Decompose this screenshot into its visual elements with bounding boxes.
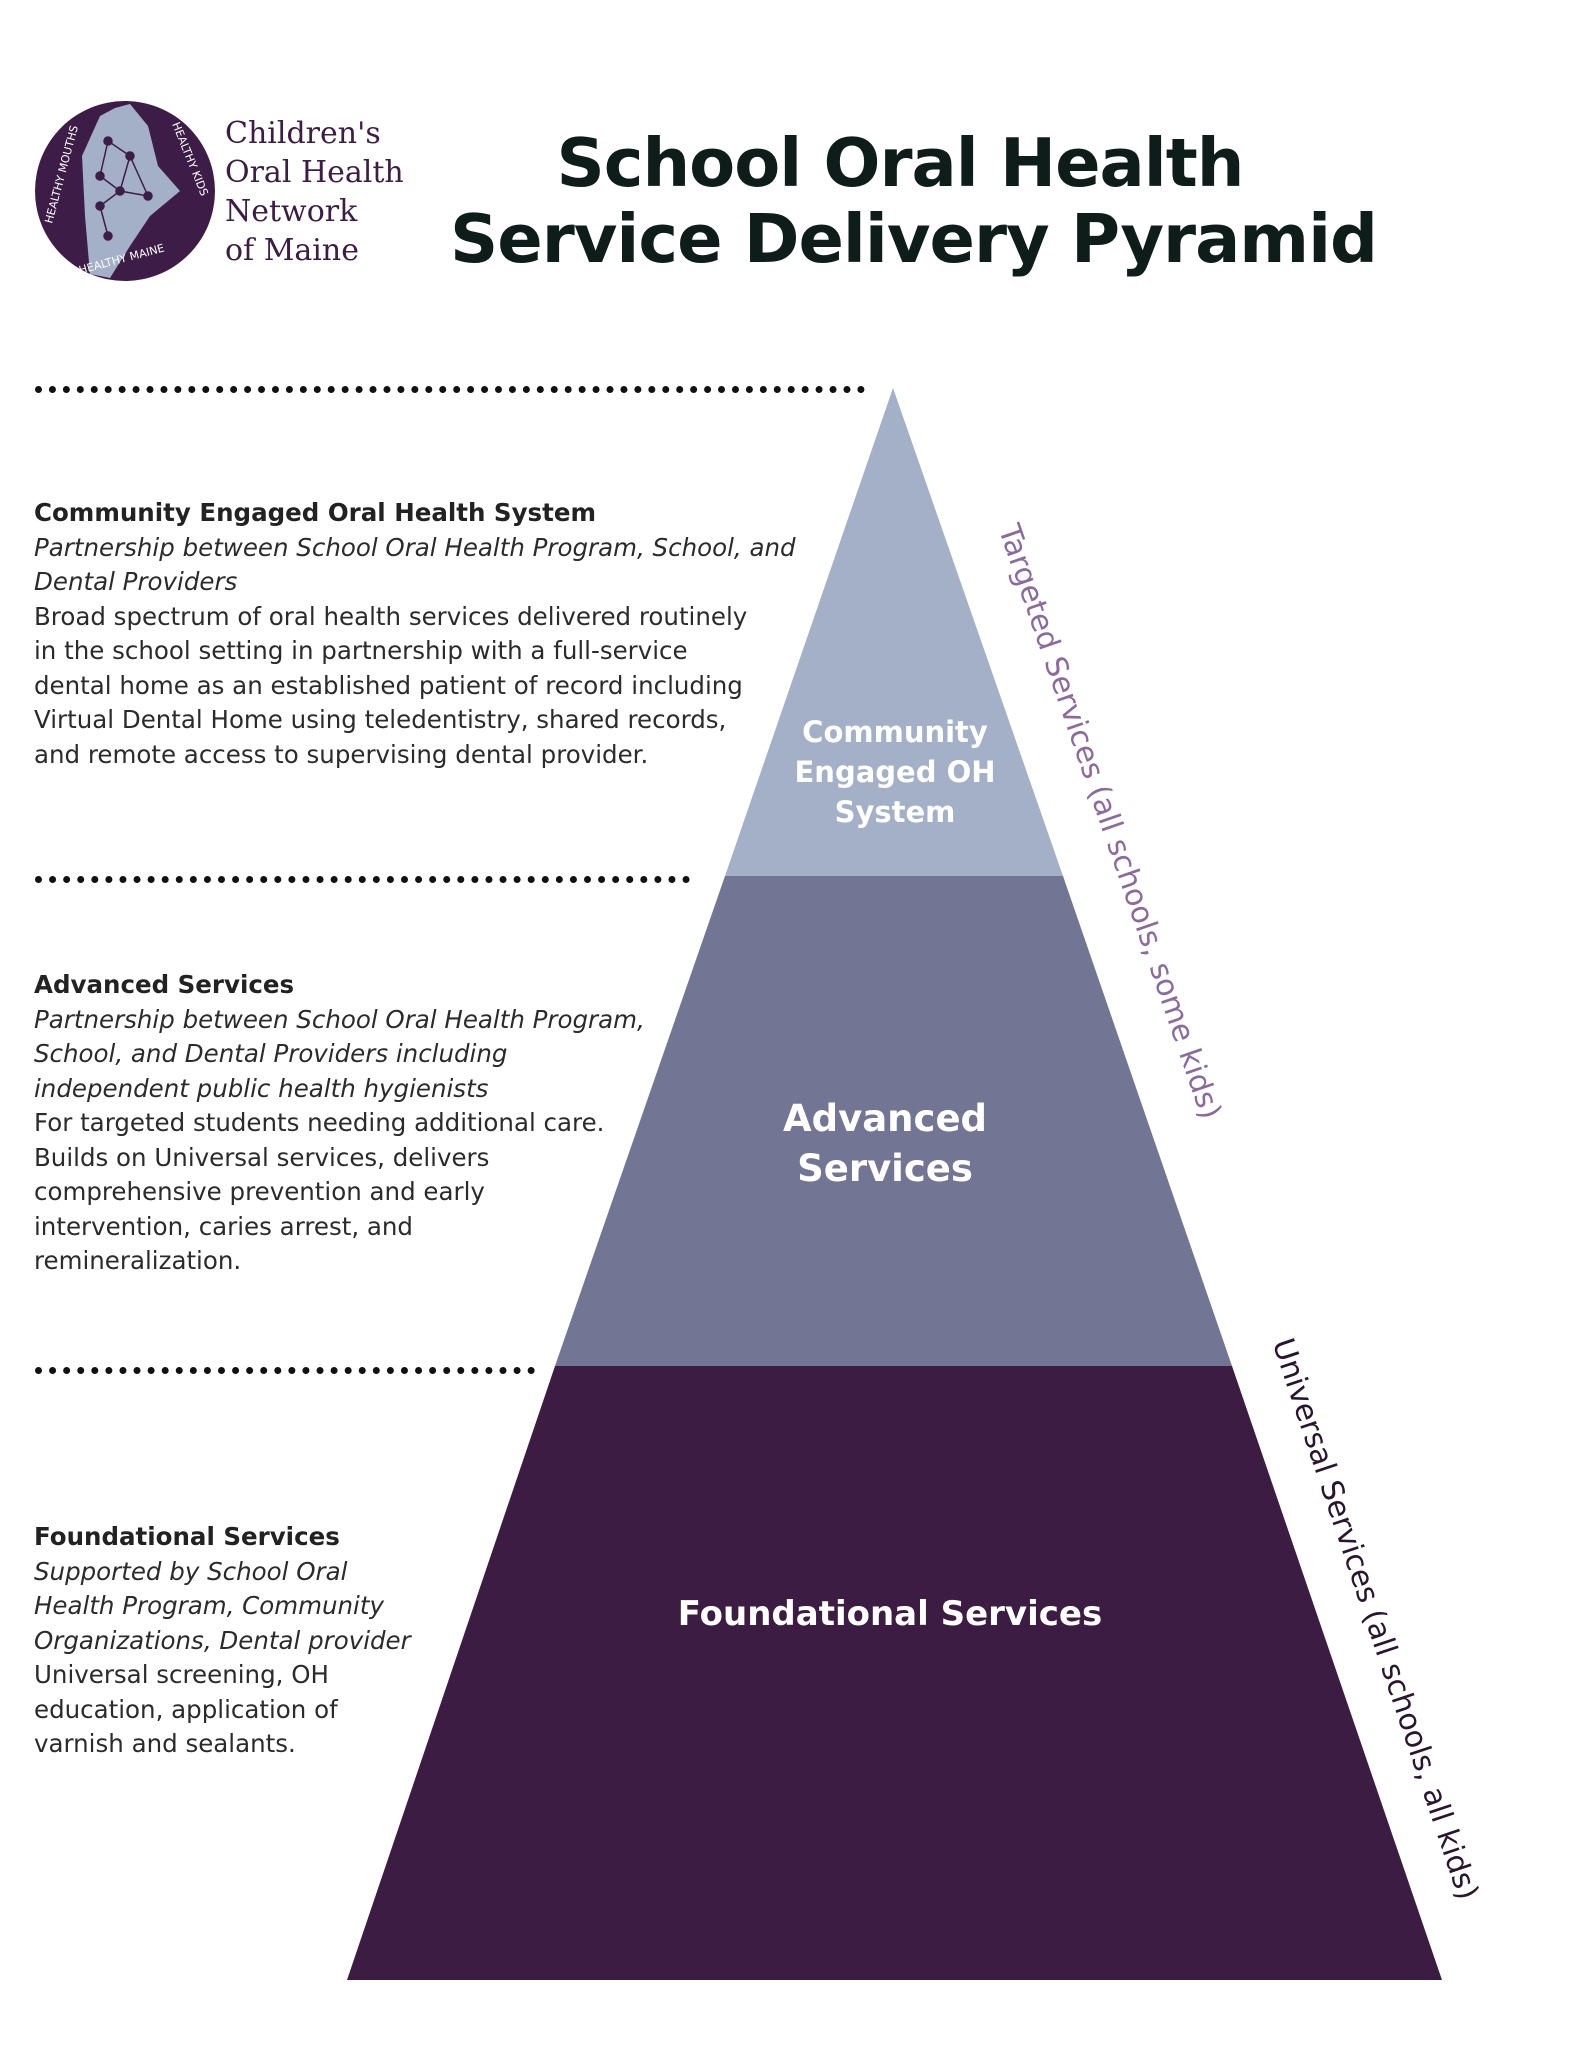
network-logo: HEALTHY MOUTHS HEALTHY KIDS HEALTHY MAIN… <box>30 96 430 286</box>
logo-name-line: Network <box>225 194 358 229</box>
tier-top-label-line: Community <box>802 715 988 749</box>
description-heading: Advanced Services <box>34 970 295 999</box>
description-subtitle: Organizations, Dental provider <box>34 1625 411 1655</box>
logo-name: Children's Oral Health Network of Maine <box>225 114 404 270</box>
description-subtitle: Partnership between School Oral Health P… <box>34 1004 645 1034</box>
description-subtitle: Supported by School Oral <box>34 1556 348 1586</box>
tier-middle-label-line: Advanced <box>782 1097 988 1140</box>
separator-middle <box>35 876 690 883</box>
description-subtitle: Dental Providers <box>34 567 238 596</box>
title-line: School Oral Health <box>556 124 1245 202</box>
description-subtitle: Partnership between School Oral Health P… <box>34 532 796 562</box>
description-body: For targeted students needing additional… <box>34 1108 605 1137</box>
separator-top <box>35 386 865 393</box>
description-foundational: Foundational Services Supported by Schoo… <box>34 1520 411 1762</box>
logo-name-line: Oral Health <box>225 155 404 190</box>
tier-bottom-label: Foundational Services <box>620 1592 1160 1636</box>
description-body: Broad spectrum of oral health services d… <box>34 601 748 631</box>
tier-top-label: Community Engaged OH System <box>740 712 1050 832</box>
description-body: education, application of <box>34 1694 338 1724</box>
description-heading: Foundational Services <box>34 1522 340 1551</box>
tier-top-label-line: Engaged OH <box>794 755 996 789</box>
tier-middle-label: Advanced Services <box>730 1094 1040 1194</box>
description-heading: Community Engaged Oral Health System <box>34 498 596 527</box>
pyramid-tier-middle <box>555 876 1232 1366</box>
separator-bottom <box>35 1367 535 1374</box>
description-body: varnish and sealants. <box>34 1729 296 1758</box>
description-body: dental home as an established patient of… <box>34 670 743 700</box>
logo-name-line: of Maine <box>225 233 359 268</box>
tier-bottom-label-line: Foundational Services <box>677 1594 1103 1634</box>
description-subtitle: independent public health hygienists <box>34 1073 489 1103</box>
logo-name-line: Children's <box>225 116 381 151</box>
maine-map-logo-icon: HEALTHY MOUTHS HEALTHY KIDS HEALTHY MAIN… <box>35 101 215 281</box>
description-body: comprehensive prevention and early <box>34 1177 485 1206</box>
description-subtitle: Health Program, Community <box>34 1591 384 1620</box>
description-body: remineralization. <box>34 1246 242 1275</box>
description-advanced: Advanced Services Partnership between Sc… <box>34 968 645 1279</box>
description-community: Community Engaged Oral Health System Par… <box>34 496 796 772</box>
page-title: School Oral Health Service Delivery Pyra… <box>450 124 1378 278</box>
tier-top-label-line: System <box>834 795 956 829</box>
title-line: Service Delivery Pyramid <box>450 200 1378 278</box>
description-subtitle: School, and Dental Providers including <box>34 1039 508 1068</box>
pyramid-tier-bottom <box>347 1366 1442 1980</box>
description-body: Builds on Universal services, delivers <box>34 1142 490 1172</box>
description-body: and remote access to supervising dental … <box>34 739 649 769</box>
description-body: Universal screening, OH <box>34 1660 329 1689</box>
network-nodes <box>95 136 153 241</box>
pyramid-tier-top <box>725 388 1063 876</box>
description-body: Virtual Dental Home using teledentistry,… <box>34 705 727 734</box>
description-body: in the school setting in partnership wit… <box>34 636 688 665</box>
description-body: intervention, caries arrest, and <box>34 1211 413 1241</box>
tier-middle-label-line: Services <box>797 1147 973 1190</box>
